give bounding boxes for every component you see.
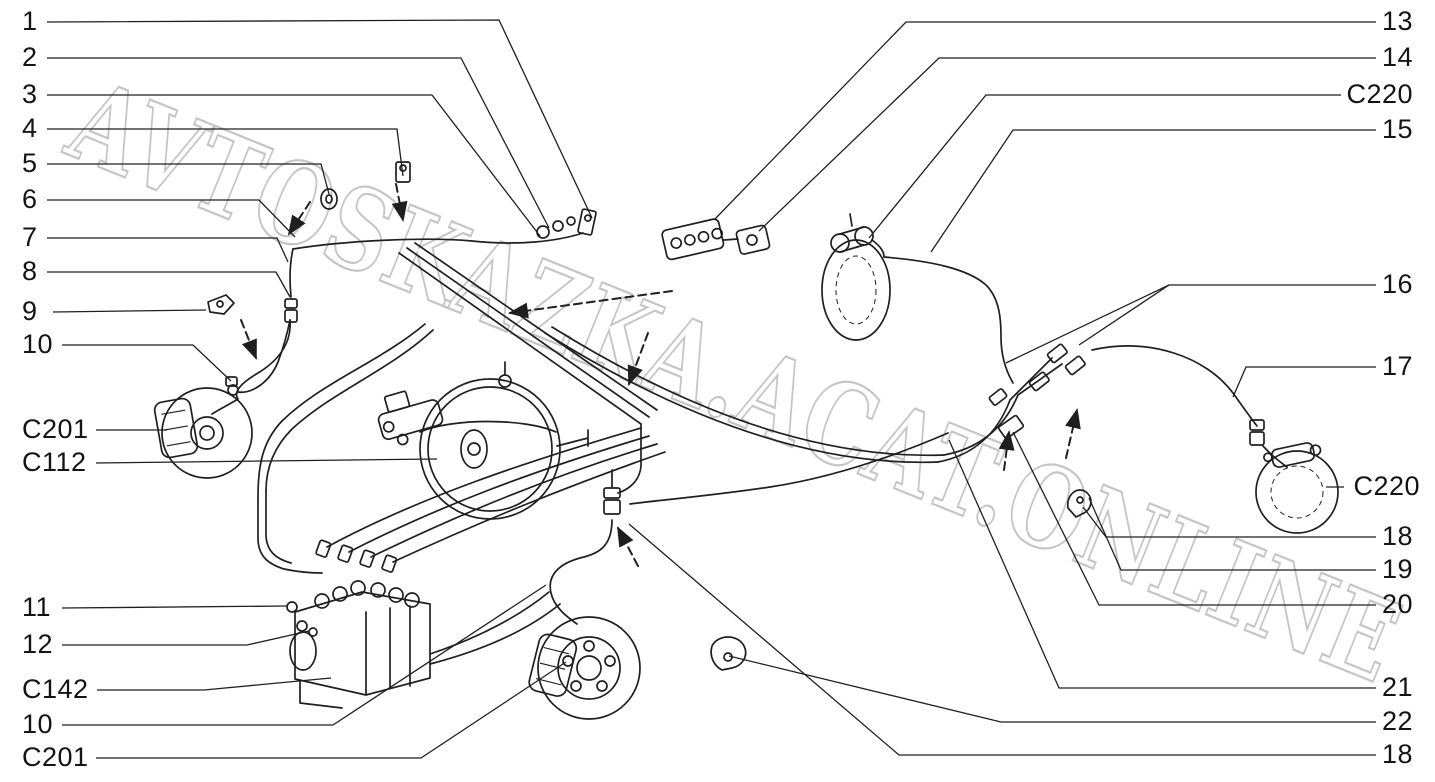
- callout-17-22: 17: [1381, 350, 1413, 381]
- leader-line-c201: [96, 661, 567, 759]
- rear-drum-right: [1255, 442, 1339, 534]
- leader-line-13: [713, 21, 1376, 221]
- connector-blocks: [661, 218, 771, 261]
- leader-line-15: [930, 129, 1376, 253]
- leader-line-c142: [97, 677, 332, 691]
- leader-line-c220: [868, 94, 1341, 239]
- callout-1-0: 1: [22, 5, 38, 36]
- callout-9-8: 9: [22, 295, 38, 326]
- dashed-arrows: [240, 183, 1081, 567]
- brake-booster: [377, 361, 589, 520]
- front-hub: [528, 616, 641, 720]
- callout-6-5: 6: [22, 183, 38, 214]
- callout-c201-10: C201: [22, 413, 89, 444]
- callout-18-29: 18: [1381, 738, 1413, 769]
- callout-13-17: 13: [1381, 5, 1413, 36]
- callout-c220-23: C220: [1353, 470, 1420, 501]
- callout-7-6: 7: [22, 221, 38, 252]
- leader-line-8: [47, 271, 291, 298]
- callout-8-7: 8: [22, 255, 38, 286]
- leader-line-2: [47, 57, 550, 229]
- leader-line-16: [1078, 284, 1376, 346]
- leader-line-6: [47, 199, 296, 238]
- callout-14-18: 14: [1381, 41, 1413, 72]
- leader-line-1: [46, 19, 593, 219]
- abs-unit: [286, 580, 431, 709]
- leader-line-10: [62, 344, 232, 382]
- leader-line-21: [948, 439, 1376, 689]
- callout-10-9: 10: [22, 328, 54, 359]
- leader-line-11: [61, 605, 288, 609]
- callout-11-12: 11: [22, 591, 52, 622]
- leader-line-c112: [95, 458, 438, 464]
- callout-4-3: 4: [22, 112, 38, 143]
- callout-21-27: 21: [1381, 671, 1413, 702]
- leader-line-3: [47, 94, 541, 237]
- leader-line-22: [728, 655, 1376, 723]
- callout-18-24: 18: [1381, 520, 1413, 551]
- leader-line-19: [1088, 497, 1376, 571]
- leader-line-16: [1005, 284, 1170, 364]
- leader-line-4: [47, 128, 404, 177]
- leader-line-5: [47, 163, 330, 195]
- leader-line-10: [62, 584, 547, 726]
- callout-c201-16: C201: [22, 741, 89, 772]
- callout-c142-14: C142: [22, 673, 89, 704]
- leader-line-18: [1082, 506, 1376, 538]
- leader-line-12: [62, 630, 310, 646]
- leader-line-18: [628, 523, 1376, 756]
- front-left-hub: [153, 319, 291, 479]
- brake-lines: [211, 232, 1288, 665]
- callout-20-26: 20: [1381, 588, 1413, 619]
- fittings: [207, 161, 1265, 671]
- leader-line-14: [758, 57, 1376, 232]
- rear-drum-top: [821, 213, 891, 341]
- callout-16-21: 16: [1381, 268, 1413, 299]
- leader-line-9: [52, 309, 207, 313]
- callout-19-25: 19: [1381, 553, 1413, 584]
- callout-3-2: 3: [22, 78, 38, 109]
- callout-2-1: 2: [22, 41, 38, 72]
- leader-lines: [46, 19, 1376, 759]
- leader-line-17: [1232, 366, 1376, 398]
- callout-5-4: 5: [22, 147, 38, 178]
- leader-line-7: [47, 237, 289, 263]
- leader-line-20: [1012, 431, 1376, 606]
- callout-10-15: 10: [22, 708, 54, 739]
- callout-22-28: 22: [1381, 705, 1413, 736]
- callout-c112-11: C112: [22, 446, 87, 477]
- callout-15-20: 15: [1381, 113, 1413, 144]
- callout-c220-19: C220: [1346, 78, 1413, 109]
- callout-12-13: 12: [22, 628, 54, 659]
